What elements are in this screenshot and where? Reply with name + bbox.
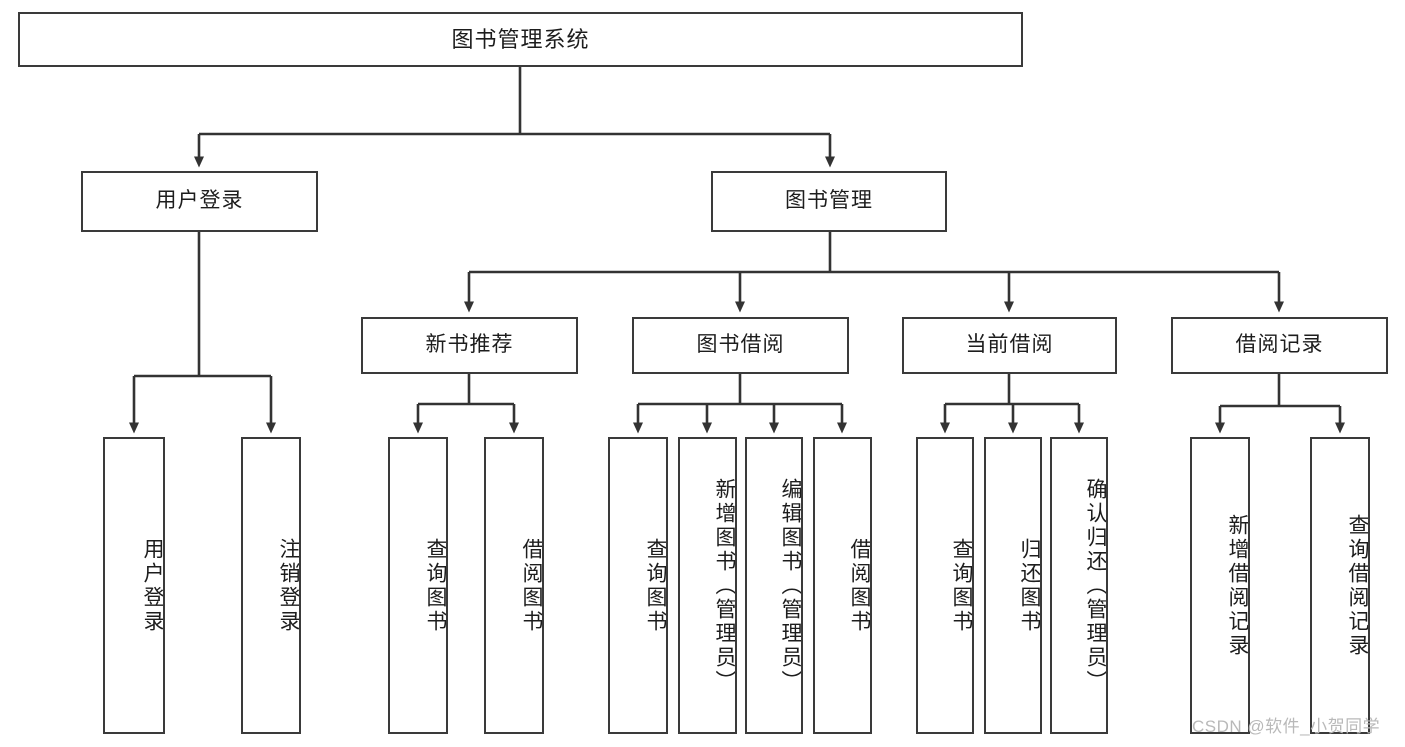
node-user-login[interactable]: 用户登录 [81,171,318,232]
edges-booksmgmt-to-level3 [464,232,1284,313]
node-label: 借阅记录 [1235,333,1324,357]
node-label: 图书管理 [785,189,873,213]
node-label: 查询图书 [950,537,973,634]
leaf-query-borrow-record[interactable]: 查询借阅记录 [1310,437,1370,734]
edges-newbooks-to-leaves [413,374,519,434]
node-book-management[interactable]: 图书管理 [711,171,947,232]
leaf-edit-book-admin[interactable]: 编辑图书（管理员） [745,437,803,734]
leaf-query-books-recommend[interactable]: 查询图书 [388,437,448,734]
leaf-add-book-admin[interactable]: 新增图书（管理员） [678,437,737,734]
edges-borrow-to-leaves [633,374,847,434]
node-current-borrow[interactable]: 当前借阅 [902,317,1117,374]
node-label: 归还图书 [1018,537,1041,634]
csdn-watermark: CSDN @软件_小贺同学 [1192,717,1381,736]
node-label: 图书借阅 [696,333,785,357]
node-label: 新增借阅记录 [1226,513,1249,658]
leaf-user-login[interactable]: 用户登录 [103,437,165,734]
leaf-confirm-return-admin[interactable]: 确认归还（管理员） [1050,437,1108,734]
node-label: 用户登录 [141,537,164,634]
edges-root-to-level2 [194,67,835,168]
edges-records-to-leaves [1215,374,1345,434]
node-new-book-recommend[interactable]: 新书推荐 [361,317,578,374]
leaf-borrow-books[interactable]: 借阅图书 [813,437,872,734]
node-label: 查询图书 [644,537,667,634]
node-borrow-records[interactable]: 借阅记录 [1171,317,1388,374]
node-label: 图书管理系统 [451,26,590,52]
node-label: 编辑图书（管理员） [779,477,802,694]
leaf-return-books[interactable]: 归还图书 [984,437,1042,734]
leaf-borrow-books-recommend[interactable]: 借阅图书 [484,437,544,734]
node-label: 新增图书（管理员） [713,477,736,694]
node-label: 查询图书 [424,537,447,634]
node-label: 查询借阅记录 [1346,513,1369,658]
node-label: 新书推荐 [425,333,514,357]
node-label: 确认归还（管理员） [1084,477,1107,694]
node-label: 用户登录 [155,189,244,213]
leaf-logout[interactable]: 注销登录 [241,437,301,734]
edges-userlogin-to-leaves [129,232,276,434]
node-book-borrow[interactable]: 图书借阅 [632,317,849,374]
node-label: 当前借阅 [965,333,1054,357]
node-label: 借阅图书 [520,537,543,634]
node-label: 借阅图书 [848,537,871,634]
leaf-query-books-borrow[interactable]: 查询图书 [608,437,668,734]
node-root-system[interactable]: 图书管理系统 [18,12,1023,67]
edges-current-to-leaves [940,374,1084,434]
leaf-query-books-current[interactable]: 查询图书 [916,437,974,734]
node-label: 注销登录 [277,537,300,634]
leaf-add-borrow-record[interactable]: 新增借阅记录 [1190,437,1250,734]
